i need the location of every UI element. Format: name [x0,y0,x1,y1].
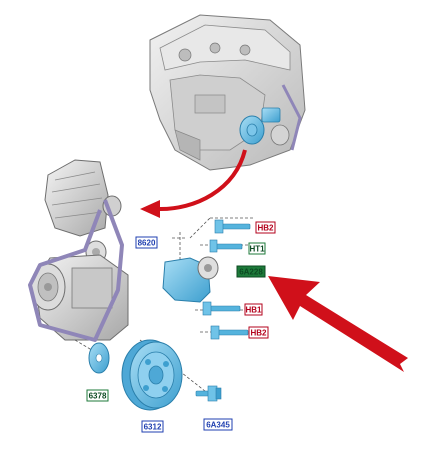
svg-text:HB2: HB2 [257,224,274,233]
washer [88,342,110,374]
bolt-hb2-bottom [210,325,249,340]
svg-text:8620: 8620 [138,239,156,248]
red-pointer-arrow [268,276,408,372]
label-hb2-bottom: HB2 [248,326,269,339]
label-6378: 6378 [86,389,109,402]
drive-belt [28,199,124,342]
label-6a228: 6A228 [236,265,266,278]
bolt-ht1 [209,239,243,253]
label-8620: 8620 [135,236,158,249]
svg-text:6378: 6378 [89,392,107,401]
crankshaft-pulley [121,339,183,411]
label-6a345: 6A345 [203,418,233,431]
callout-curved-arrow [140,149,247,218]
svg-text:6312: 6312 [144,423,162,432]
svg-text:HB1: HB1 [245,306,262,315]
svg-text:6A345: 6A345 [206,421,230,430]
engine-belt [281,84,302,151]
engine-tensioner-highlight [239,107,290,146]
label-hb2-top: HB2 [255,221,276,234]
label-hb1: HB1 [244,303,263,316]
engine-block [149,14,306,171]
belt-tensioner [162,256,219,303]
label-ht1: HT1 [248,242,266,255]
alternator [44,159,122,237]
pulley-bolt [195,385,222,402]
svg-text:6A228: 6A228 [239,268,263,277]
bolt-hb1 [202,301,241,316]
label-6312: 6312 [141,420,164,433]
bolt-hb2-top [214,219,251,234]
svg-text:HT1: HT1 [249,245,265,254]
svg-text:HB2: HB2 [250,329,267,338]
